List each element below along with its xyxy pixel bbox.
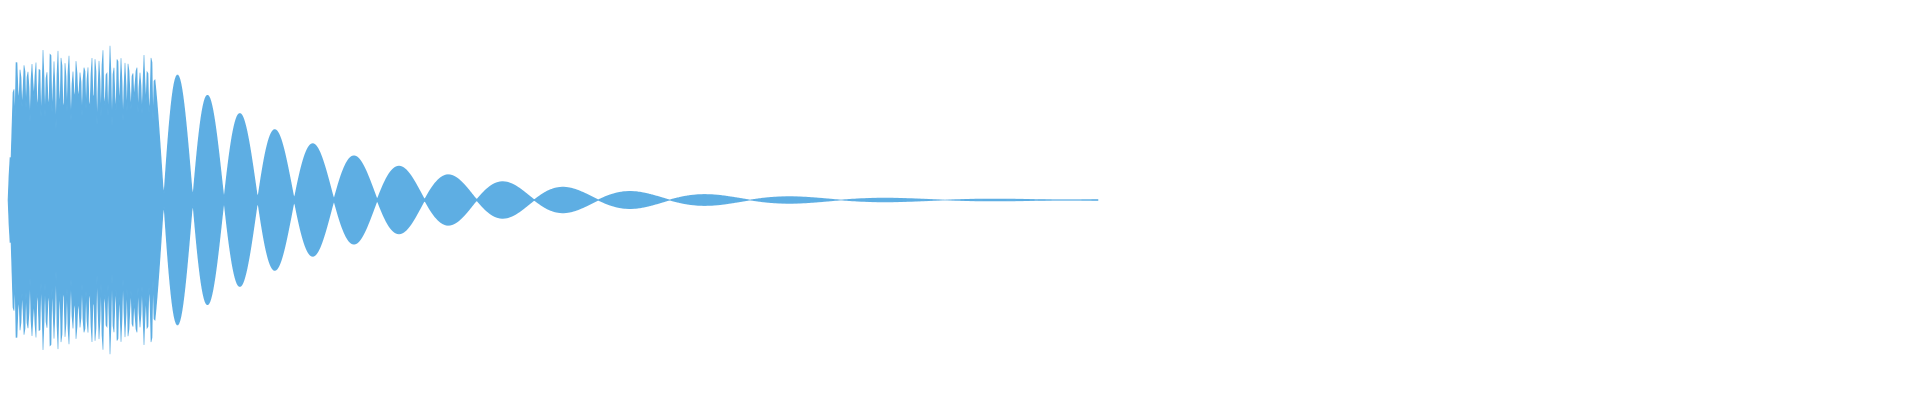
waveform-path: [7, 45, 1099, 355]
